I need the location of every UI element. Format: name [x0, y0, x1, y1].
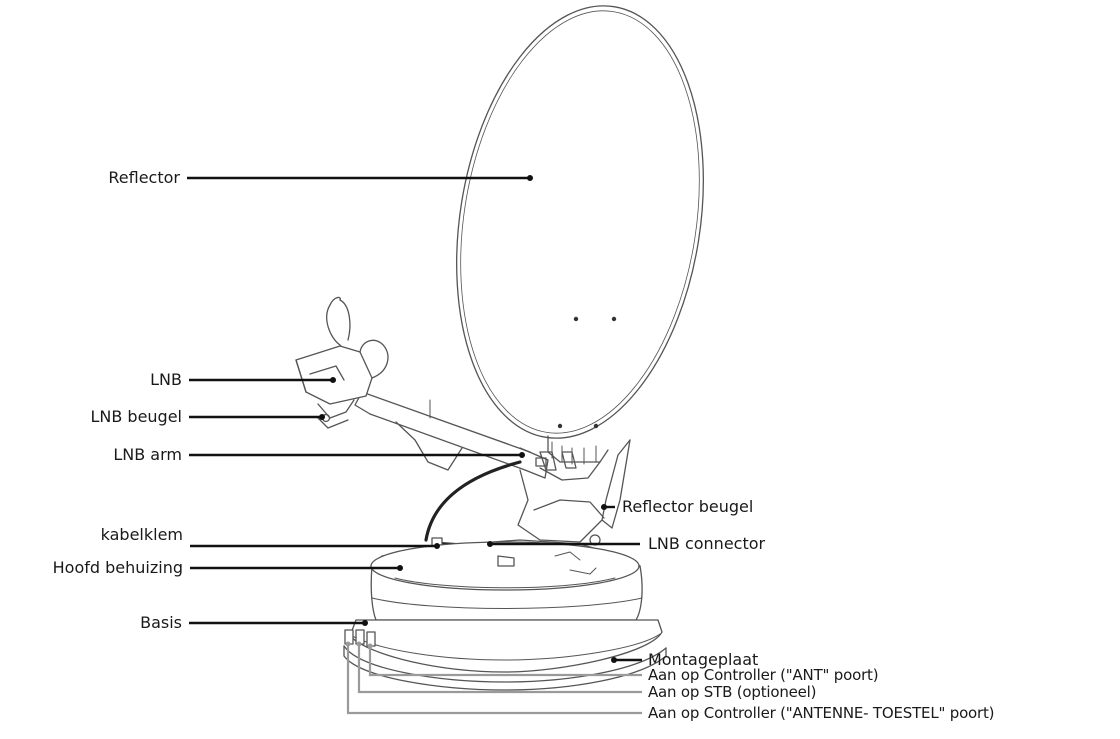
lnb-cable [424, 460, 522, 542]
leader-stb [357, 644, 642, 694]
label-kabelklem: kabelklem [100, 525, 183, 544]
label-lnb: LNB [150, 370, 182, 389]
label-lnb-beugel: LNB beugel [90, 407, 182, 426]
label-lnb-connector: LNB connector [648, 534, 766, 553]
label-montageplaat: Montageplaat [648, 650, 759, 669]
lnb-arm [354, 391, 549, 479]
label-basis: Basis [140, 613, 182, 632]
label-reflector-beugel: Reflector beugel [622, 497, 754, 516]
reflector-dish [456, 5, 704, 439]
main-housing [370, 539, 643, 621]
leader-ant-poort [368, 646, 642, 677]
lnb [295, 296, 389, 405]
label-reflector: Reflector [108, 168, 180, 187]
label-ant-poort: Aan op Controller ("ANT" poort) [648, 666, 879, 684]
mounting-plate [343, 645, 667, 691]
label-hoofd-behuizing: Hoofd behuizing [52, 558, 183, 577]
antenna-base [349, 619, 663, 673]
reflector-bracket [517, 435, 631, 546]
lnb-bracket [317, 399, 355, 429]
leader-antenne-toestel [346, 644, 642, 715]
label-stb: Aan op STB (optioneel) [648, 683, 817, 701]
label-lnb-arm: LNB arm [113, 445, 182, 464]
label-antenne-toestel: Aan op Controller ("ANTENNE- TOESTEL" po… [648, 704, 995, 722]
